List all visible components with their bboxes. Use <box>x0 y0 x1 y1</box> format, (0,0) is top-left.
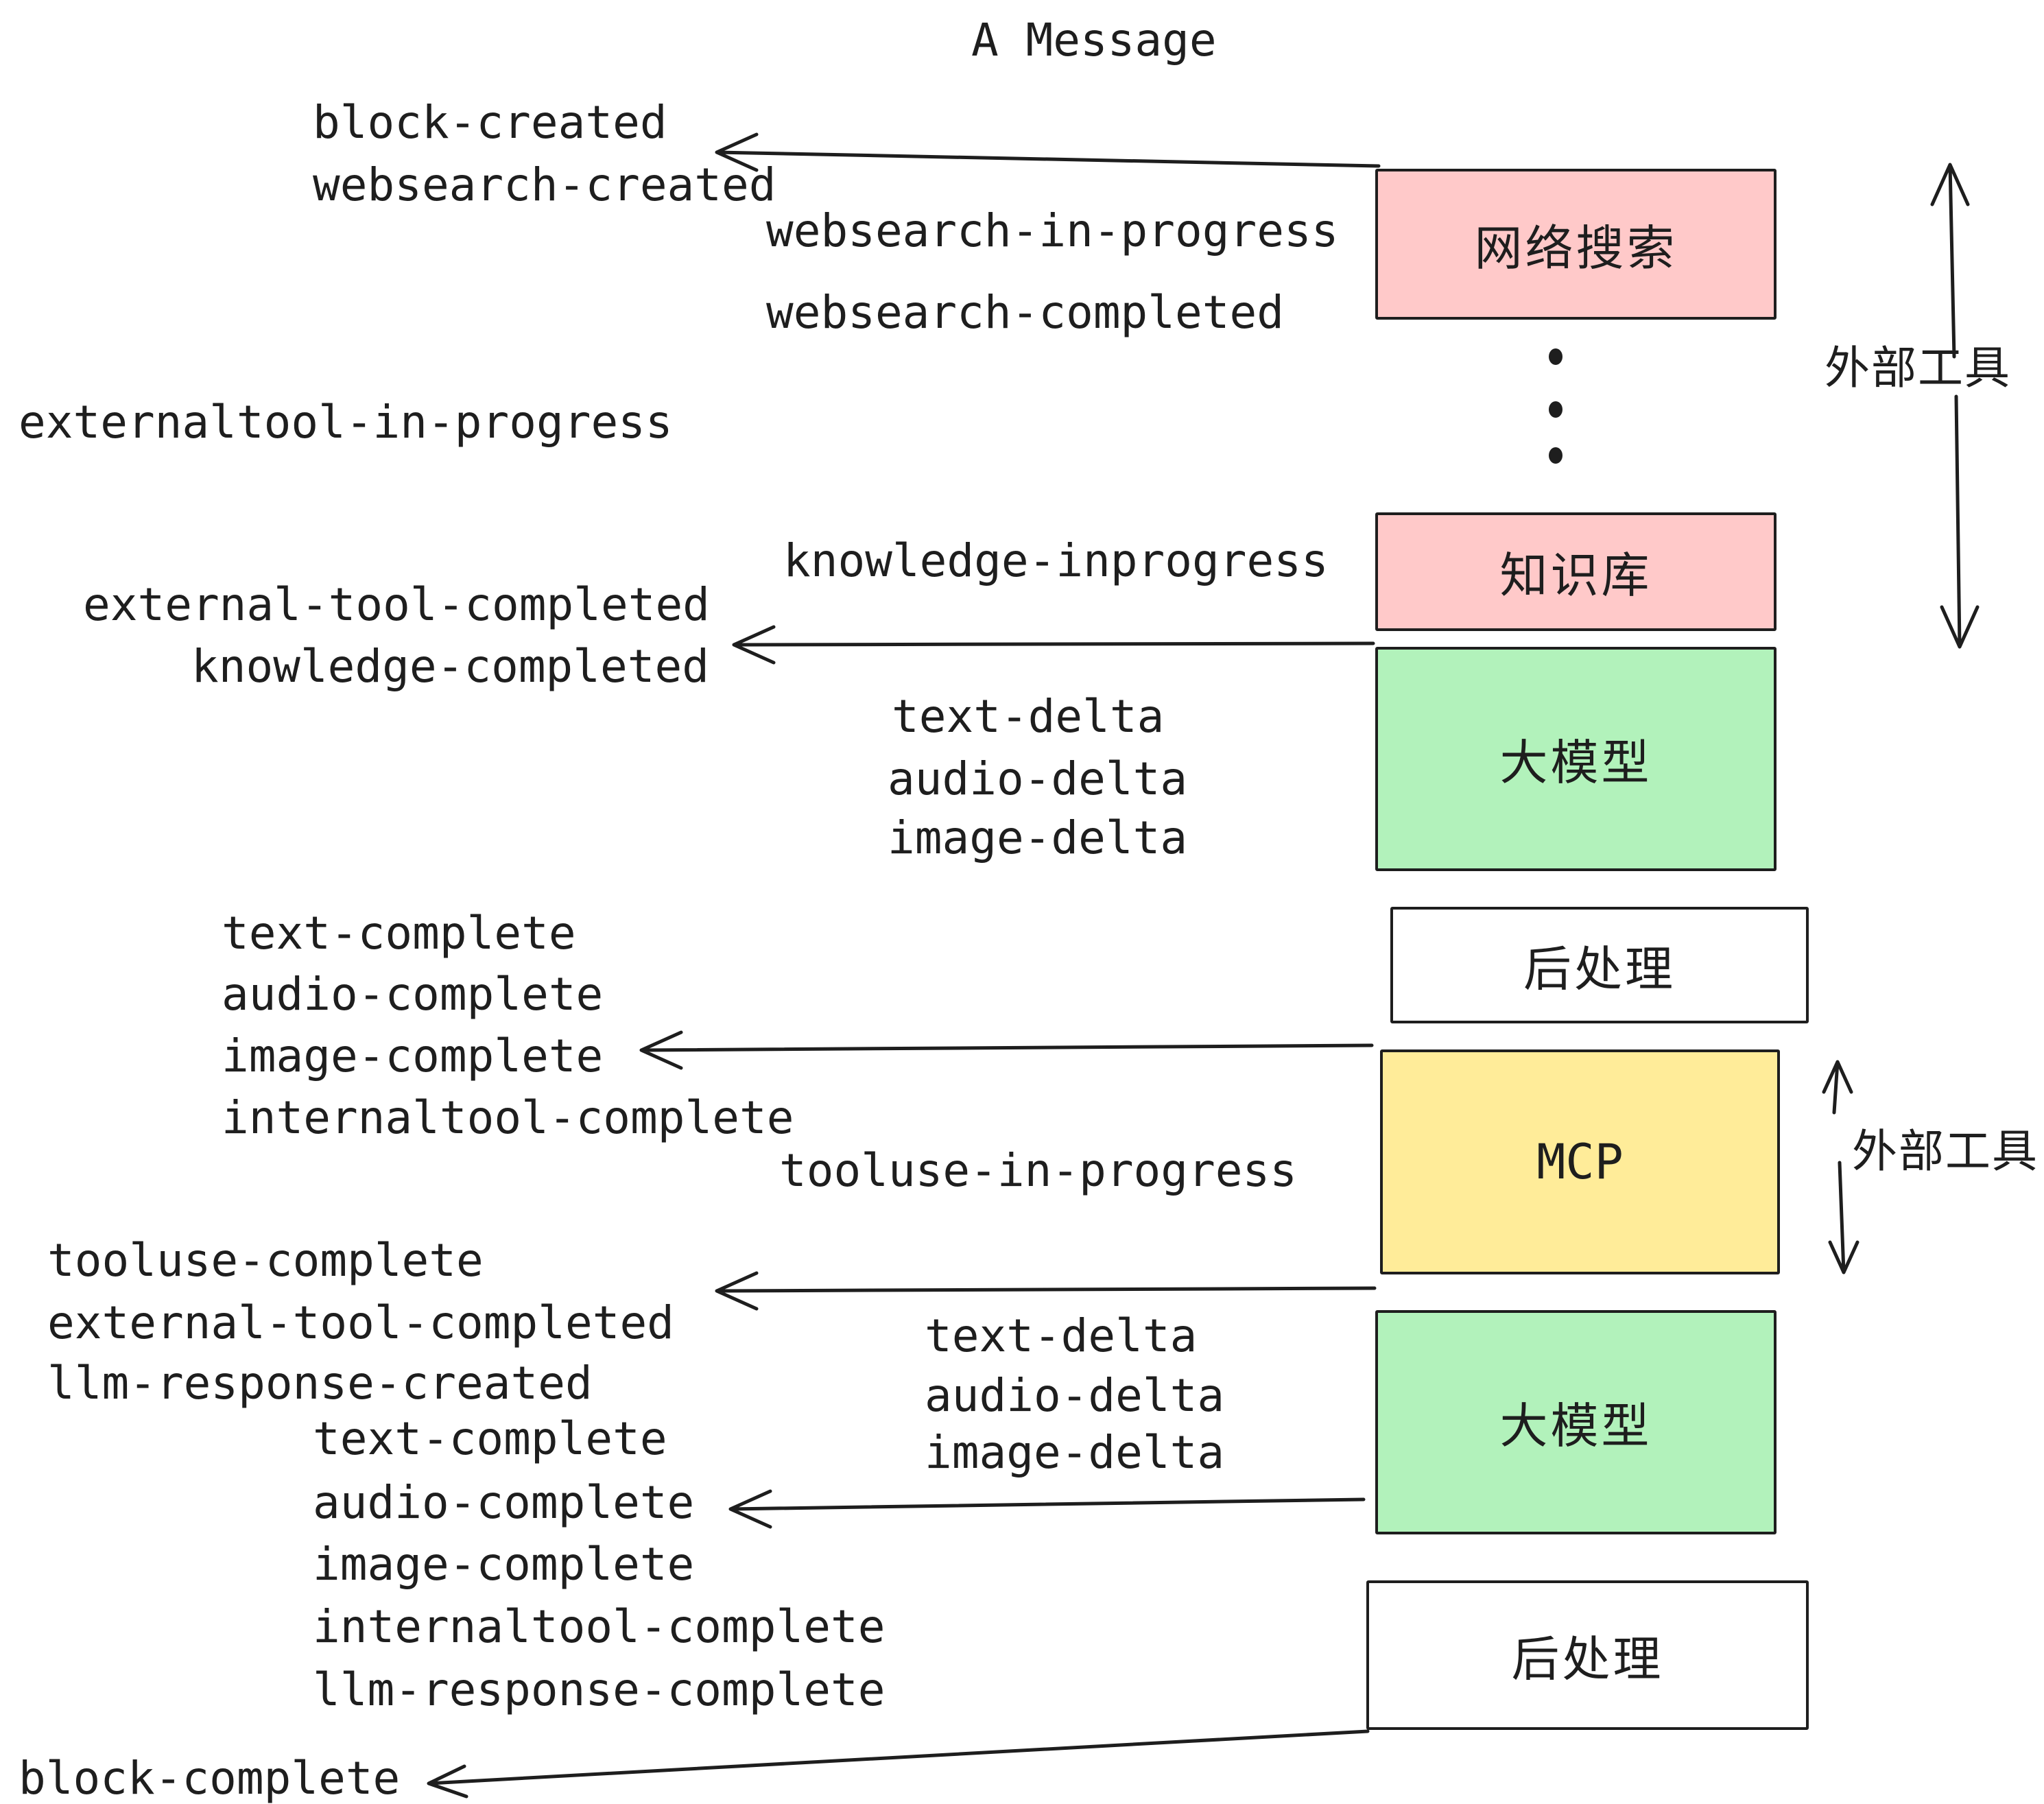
box-postprocess-2: 后处理 <box>1366 1580 1809 1730</box>
box-websearch: 网络搜索 <box>1375 169 1776 320</box>
event-label: image-complete <box>313 1538 695 1591</box>
arrow-to-block-created <box>715 132 1381 172</box>
event-label: websearch-in-progress <box>766 204 1339 257</box>
event-label: websearch-created <box>313 158 776 211</box>
ellipsis-dot <box>1549 401 1562 418</box>
event-label: external-tool-completed <box>47 1296 674 1349</box>
event-label: text-delta <box>925 1309 1198 1362</box>
external-tools-label-2: 外部工具 <box>1852 1126 2039 1176</box>
event-label: knowledge-inprogress <box>783 534 1329 587</box>
event-label: audio-delta <box>888 752 1188 805</box>
box-postprocess-1: 后处理 <box>1390 907 1809 1023</box>
event-label: text-complete <box>222 907 576 960</box>
arrow-to-block-complete <box>427 1729 1370 1799</box>
arrow-to-audio-complete <box>728 1489 1366 1529</box>
arrow-to-knowledge-completed <box>732 625 1375 665</box>
event-label: llm-response-complete <box>313 1663 886 1716</box>
event-label: audio-complete <box>313 1476 695 1529</box>
event-label: block-created <box>313 96 667 149</box>
box-websearch-label: 网络搜索 <box>1474 221 1678 275</box>
event-label: external-tool-completed <box>83 578 710 631</box>
arrow-to-image-complete <box>639 1030 1374 1070</box>
arrow-external-tools-up-2 <box>1822 1060 1853 1115</box>
event-label: internaltool-complete <box>222 1091 794 1144</box>
box-mcp-label: MCP <box>1536 1134 1624 1190</box>
arrow-to-tooluse-complete <box>715 1271 1377 1311</box>
diagram-title: A Message <box>971 14 1217 67</box>
event-label: text-delta <box>892 690 1165 743</box>
event-label: internaltool-complete <box>313 1600 886 1653</box>
event-label: tooluse-complete <box>47 1234 484 1287</box>
arrow-external-tools-up-1 <box>1930 163 1970 359</box>
arrow-external-tools-down-2 <box>1828 1161 1859 1274</box>
box-llm-1: 大模型 <box>1375 647 1776 871</box>
event-label: image-delta <box>925 1426 1225 1479</box>
arrow-external-tools-down-1 <box>1940 394 1980 649</box>
event-label: externaltool-in-progress <box>19 396 673 449</box>
event-label: block-complete <box>19 1752 401 1804</box>
box-postprocess-1-label: 后处理 <box>1523 942 1676 996</box>
box-mcp: MCP <box>1380 1049 1780 1274</box>
box-llm-2: 大模型 <box>1375 1310 1776 1534</box>
box-llm-1-label: 大模型 <box>1499 736 1652 790</box>
event-label: image-complete <box>222 1030 604 1082</box>
event-label: text-complete <box>313 1412 667 1465</box>
box-knowledge: 知识库 <box>1375 512 1776 631</box>
event-label: llm-response-created <box>47 1357 593 1410</box>
ellipsis-dot <box>1549 447 1562 464</box>
event-label: tooluse-in-progress <box>779 1144 1297 1197</box>
box-postprocess-2-label: 后处理 <box>1511 1632 1664 1686</box>
event-label: audio-delta <box>925 1369 1225 1422</box>
event-label: audio-complete <box>222 968 604 1021</box>
event-label: knowledge-completed <box>191 640 709 693</box>
external-tools-label-1: 外部工具 <box>1825 342 2011 393</box>
event-label: websearch-completed <box>766 286 1284 339</box>
ellipsis-dot <box>1549 348 1562 365</box>
box-knowledge-label: 知识库 <box>1499 549 1652 602</box>
box-llm-2-label: 大模型 <box>1499 1399 1652 1453</box>
event-label: image-delta <box>888 811 1188 864</box>
